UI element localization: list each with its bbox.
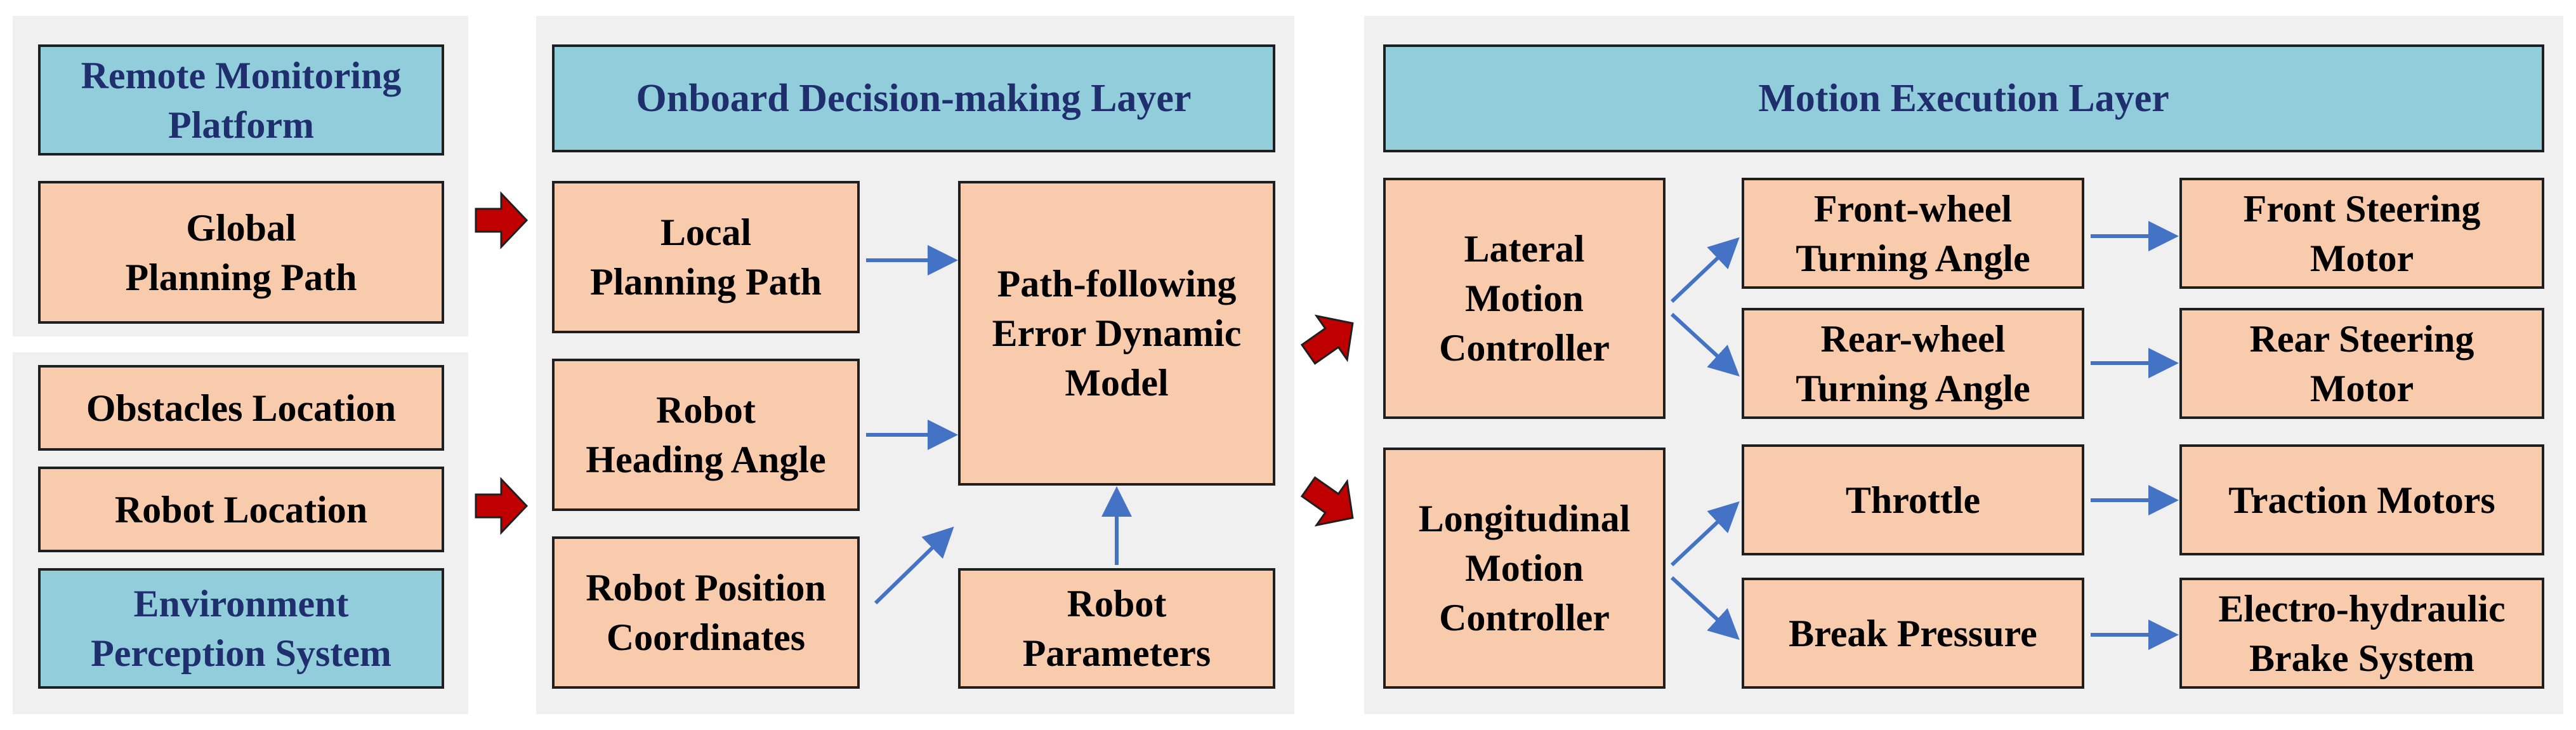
robot-position-coordinates-box: Robot Position Coordinates <box>552 536 860 689</box>
decision-layer-title: Onboard Decision-making Layer <box>552 44 1275 152</box>
arrow-longitudinal-to-throttle <box>1670 501 1740 567</box>
robot-heading-angle-box: Robot Heading Angle <box>552 359 860 511</box>
local-planning-path-box: Local Planning Path <box>552 181 860 333</box>
thick-arrow-perception-to-decision <box>475 477 529 535</box>
thick-arrow-global-to-decision <box>475 191 529 249</box>
error-dynamic-model-box: Path-following Error Dynamic Model <box>958 181 1275 486</box>
global-planning-path-box: Global Planning Path <box>38 181 444 324</box>
robot-parameters-box: Robot Parameters <box>958 568 1275 689</box>
electro-hydraulic-brake-system-box: Electro-hydraulic Brake System <box>2179 578 2544 689</box>
arrow-longitudinal-to-break <box>1670 576 1740 640</box>
robot-location-box: Robot Location <box>38 467 444 552</box>
rear-steering-motor-box: Rear Steering Motor <box>2179 308 2544 419</box>
obstacles-location-box: Obstacles Location <box>38 365 444 451</box>
longitudinal-motion-controller-box: Longitudinal Motion Controller <box>1383 448 1666 689</box>
traction-motors-box: Traction Motors <box>2179 444 2544 555</box>
break-pressure-box: Break Pressure <box>1742 578 2084 689</box>
arrow-lateral-to-front-wheel <box>1670 237 1740 303</box>
environment-perception-system-box: Environment Perception System <box>38 568 444 689</box>
front-steering-motor-box: Front Steering Motor <box>2179 178 2544 289</box>
arrow-lateral-to-rear-wheel <box>1670 312 1740 377</box>
thick-arrow-decision-to-longitudinal <box>1300 476 1354 527</box>
throttle-box: Throttle <box>1742 444 2084 555</box>
execution-layer-title: Motion Execution Layer <box>1383 44 2544 152</box>
thick-arrow-decision-to-lateral <box>1300 314 1354 365</box>
rear-wheel-turning-angle-box: Rear-wheel Turning Angle <box>1742 308 2084 419</box>
arrow-position-to-model <box>874 526 954 605</box>
remote-monitoring-platform-box: Remote Monitoring Platform <box>38 44 444 156</box>
front-wheel-turning-angle-box: Front-wheel Turning Angle <box>1742 178 2084 289</box>
lateral-motion-controller-box: Lateral Motion Controller <box>1383 178 1666 419</box>
